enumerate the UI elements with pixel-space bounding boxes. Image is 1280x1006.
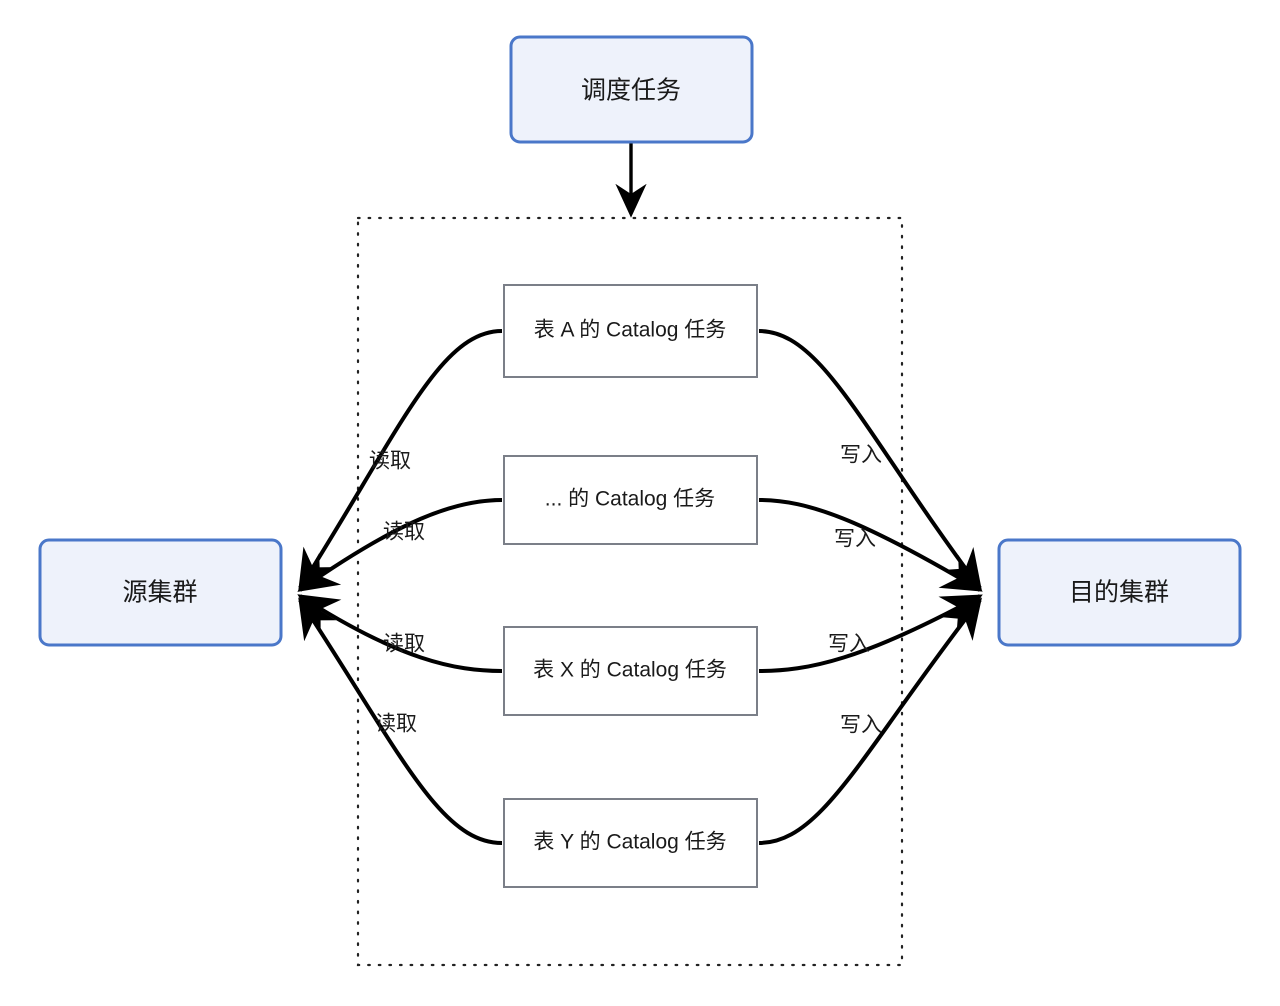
node-catalog-task-4[interactable]: 表 Y 的 Catalog 任务 xyxy=(503,798,758,888)
destination-cluster-box xyxy=(997,538,1242,647)
node-scheduler-task[interactable]: 调度任务 xyxy=(509,35,754,144)
node-destination-cluster[interactable]: 目的集群 xyxy=(997,538,1242,647)
write-label-2: 写入 xyxy=(834,528,876,551)
node-catalog-task-3[interactable]: 表 X 的 Catalog 任务 xyxy=(503,626,758,716)
write-edge-2 xyxy=(758,498,983,592)
write-edge-1 xyxy=(758,329,982,591)
write-edge-4 xyxy=(758,597,982,845)
write-label-4: 写入 xyxy=(840,714,882,737)
node-catalog-task-1[interactable]: 表 A 的 Catalog 任务 xyxy=(503,284,758,378)
catalog-task-2-label: ... 的 Catalog 任务 xyxy=(545,488,715,511)
catalog-task-3-label: 表 X 的 Catalog 任务 xyxy=(533,659,727,682)
destination-cluster-label: 目的集群 xyxy=(1069,579,1169,607)
read-edge-1 xyxy=(298,329,503,591)
write-edge-3 xyxy=(758,594,983,673)
read-label-1: 读取 xyxy=(369,450,411,473)
catalog-task-1-box xyxy=(503,284,758,378)
catalog-task-1-label: 表 A 的 Catalog 任务 xyxy=(534,319,727,342)
catalog-task-3-box xyxy=(503,626,758,716)
read-label-3: 读取 xyxy=(383,633,425,656)
catalog-task-2-box xyxy=(503,455,758,545)
read-label-4: 读取 xyxy=(375,713,417,736)
write-label-3: 写入 xyxy=(828,633,870,656)
source-cluster-box xyxy=(38,538,283,647)
scheduler-task-label: 调度任务 xyxy=(581,77,681,105)
read-edge-2 xyxy=(297,498,503,592)
read-label-2: 读取 xyxy=(383,521,425,544)
catalog-task-4-box xyxy=(503,798,758,888)
node-catalog-task-2[interactable]: ... 的 Catalog 任务 xyxy=(503,455,758,545)
scheduler-task-box xyxy=(509,35,754,144)
write-label-1: 写入 xyxy=(840,444,882,467)
node-source-cluster[interactable]: 源集群 xyxy=(38,538,283,647)
catalog-task-4-label: 表 Y 的 Catalog 任务 xyxy=(533,831,726,854)
read-edge-4 xyxy=(298,597,503,845)
source-cluster-label: 源集群 xyxy=(122,579,197,607)
